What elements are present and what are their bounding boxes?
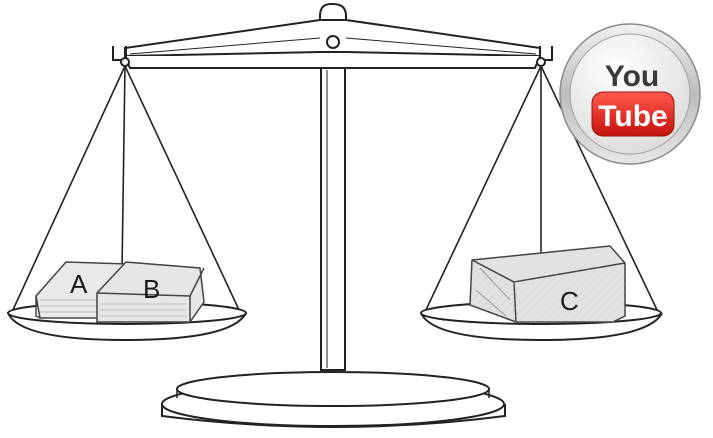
scale-base <box>162 372 505 427</box>
scale-beam <box>113 4 552 68</box>
logo-tube-text: Tube <box>598 100 667 133</box>
logo-you-text: You <box>605 60 659 93</box>
scale-column <box>321 68 345 370</box>
block-a-label: A <box>70 269 88 299</box>
youtube-logo[interactable]: You Tube <box>560 24 700 164</box>
block-b-label: B <box>143 274 160 304</box>
block-c-label: C <box>560 286 579 316</box>
block-c: C <box>470 246 625 322</box>
